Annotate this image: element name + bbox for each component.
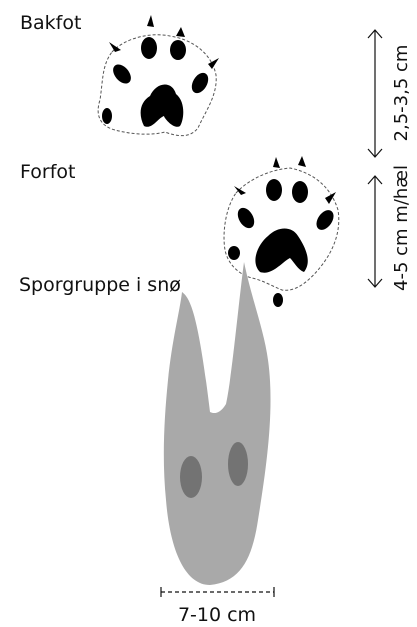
hind-small-pad [102,108,112,124]
hind-toe-pad [188,70,211,96]
snow-track-pad [180,456,202,498]
hind-size-arrow [368,30,382,157]
hind-claw [176,27,185,37]
fore-toe-pad [313,207,337,233]
track-group-scale [161,587,274,597]
hind-claw [147,15,154,27]
fore-claw [273,157,280,168]
track-group-size-label: 7-10 cm [178,604,256,626]
fore-heel-pad [255,229,307,273]
fore-toe-pad [266,179,282,201]
fore-small-pad [228,246,240,260]
hind-heel-pad [141,84,184,126]
fore-claw [298,156,306,167]
hind-claw [109,42,121,52]
snow-track-pad [228,442,248,486]
fore-toe-pad [234,205,257,231]
fore-size-label: 4-5 cm m/hæl [391,165,412,291]
hind-toe-pad [141,37,157,59]
fore-toe-pad [292,181,308,203]
hind-toe-pad [170,40,186,60]
fore-foot-print [224,156,339,307]
snow-track-outline [164,262,271,585]
fore-size-arrow [368,176,382,287]
track-group-shape [164,262,271,585]
hind-toe-pad [110,61,135,87]
fore-carpal-pad [273,293,283,307]
hind-foot-print [98,15,219,136]
hind-size-label: 2,5-3,5 cm [391,45,412,142]
